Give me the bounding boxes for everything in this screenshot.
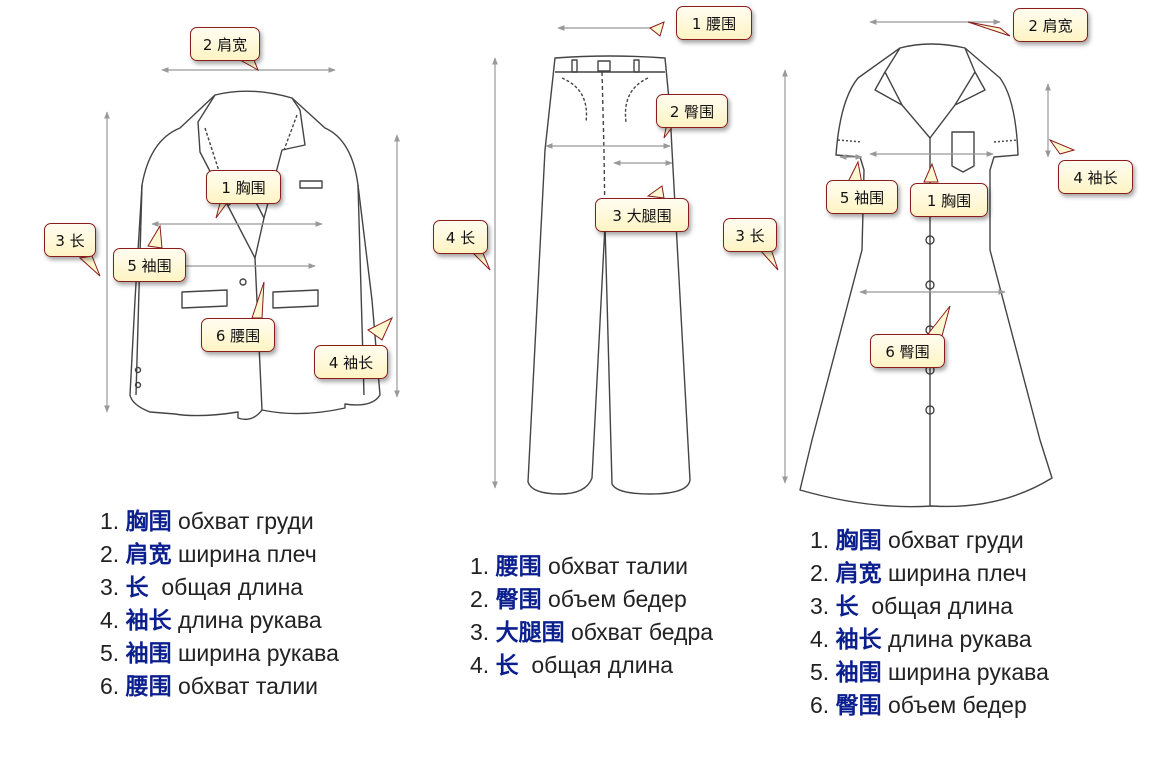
dress-measure-lines <box>782 19 1051 484</box>
legend-item: 5. 袖围 ширина рукава <box>810 659 1049 686</box>
dress-legend: 1. 胸围 обхват груди 2. 肩宽 ширина плеч 3. … <box>810 524 1049 722</box>
pants-legend: 1. 腰围 обхват талии 2. 臀围 объем бедер 3. … <box>470 550 713 682</box>
legend-item: 6. 臀围 объем бедер <box>810 692 1027 719</box>
pants-tag-hip: 2 臀围 <box>656 94 728 128</box>
jacket-tag-waist: 6 腰围 <box>201 318 275 352</box>
pants-tag-length: 4 长 <box>433 220 488 254</box>
dress-tag-shoulder: 2 肩宽 <box>1013 8 1088 42</box>
jacket-tag-shoulder: 2 肩宽 <box>190 27 260 61</box>
legend-item: 3. 长 общая длина <box>810 593 1014 620</box>
legend-item: 1. 胸围 обхват груди <box>810 527 1024 554</box>
legend-item: 5. 袖围 ширина рукава <box>100 640 339 667</box>
dress-illustration <box>799 43 1053 508</box>
jacket-tag-sleeve-width: 5 袖围 <box>113 248 186 282</box>
dress-tag-sleeve-length: 4 袖长 <box>1058 160 1133 194</box>
legend-item: 4. 长 общая длина <box>470 652 674 679</box>
dress-tag-hip: 6 臀围 <box>870 334 945 368</box>
dress-tag-length: 3 长 <box>723 218 777 252</box>
jacket-tag-chest: 1 胸围 <box>206 170 281 204</box>
legend-item: 2. 肩宽 ширина плеч <box>100 541 317 568</box>
legend-item: 1. 胸围 обхват груди <box>100 508 314 535</box>
jacket-measure-lines <box>104 67 400 413</box>
legend-item: 6. 腰围 обхват талии <box>100 673 319 700</box>
pants-tag-thigh: 3 大腿围 <box>595 198 689 232</box>
callout-pointers <box>78 21 1076 341</box>
jacket-tag-sleeve-length: 4 袖长 <box>314 345 388 379</box>
legend-item: 4. 袖长 длина рукава <box>810 626 1032 653</box>
legend-item: 3. 大腿围 обхват бедра <box>470 619 714 646</box>
jacket-legend: 1. 胸围 обхват груди 2. 肩宽 ширина плеч 3. … <box>100 505 339 703</box>
dress-tag-chest: 1 胸围 <box>910 183 988 217</box>
legend-item: 4. 袖长 длина рукава <box>100 607 322 634</box>
legend-item: 3. 长 общая длина <box>100 574 304 601</box>
pants-tag-waist: 1 腰围 <box>676 6 752 40</box>
legend-item: 1. 腰围 обхват талии <box>470 553 689 580</box>
legend-item: 2. 臀围 объем бедер <box>470 586 687 613</box>
legend-item: 2. 肩宽 ширина плеч <box>810 560 1027 587</box>
jacket-tag-length: 3 长 <box>44 223 96 257</box>
dress-tag-sleeve-width: 5 袖围 <box>826 180 898 214</box>
pants-measure-lines <box>492 25 673 489</box>
